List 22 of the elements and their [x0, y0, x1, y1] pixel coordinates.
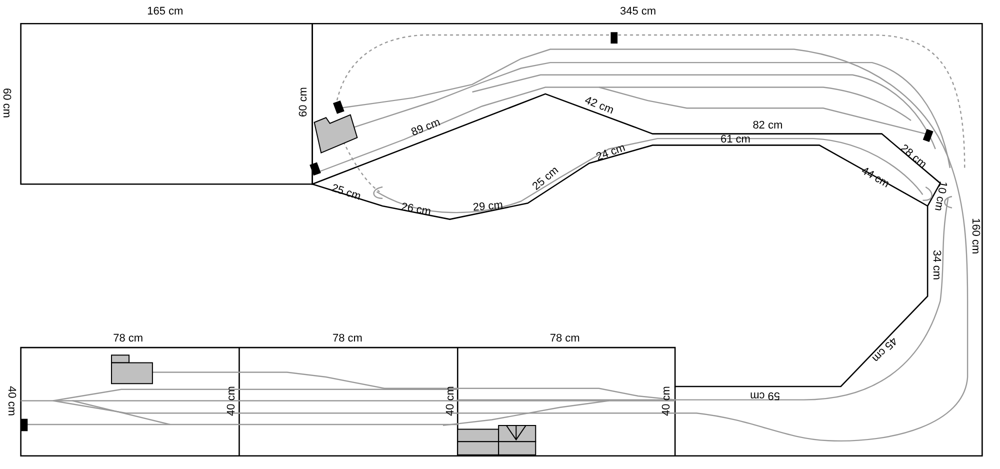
- dimension-label: 78 cm: [332, 334, 362, 344]
- dimension-label: 59 cm: [750, 390, 780, 401]
- dimension-label: 345 cm: [620, 6, 656, 18]
- dimension-label: 78 cm: [550, 334, 580, 344]
- dimension-label: 34 cm: [930, 250, 942, 280]
- dimension-label: 40 cm: [662, 386, 673, 416]
- dimension-label: 40 cm: [6, 386, 17, 416]
- dimension-label: 60 cm: [0, 88, 12, 118]
- dimension-label: 25 cm: [531, 166, 562, 194]
- dimension-label: 78 cm: [113, 334, 144, 344]
- dimension-label: 61 cm: [720, 134, 750, 146]
- dimension-label: 29 cm: [472, 200, 504, 214]
- dimension-label: 89 cm: [410, 117, 442, 139]
- dimension-label: 60 cm: [298, 86, 310, 116]
- dimension-label: 24 cm: [594, 142, 627, 164]
- dimension-label: 40 cm: [226, 386, 238, 416]
- dimension-label: 40 cm: [445, 386, 456, 416]
- dimension-label: 82 cm: [752, 120, 783, 132]
- dimension-label: 45 cm: [869, 334, 898, 363]
- dimension-label: 42 cm: [583, 96, 615, 117]
- dimension-label: 160 cm: [970, 218, 981, 254]
- dimension-label: 165 cm: [147, 6, 184, 18]
